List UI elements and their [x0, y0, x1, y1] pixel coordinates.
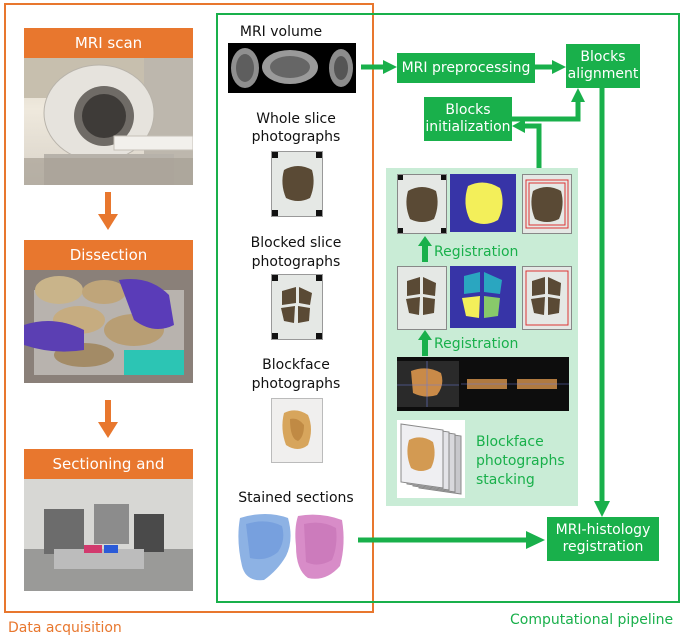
whole-slice-label-2: photographs: [251, 129, 341, 145]
whole-slice-photo: [271, 151, 323, 217]
data-acquisition-frame: [4, 3, 374, 613]
up-arrow-registration-top: [418, 236, 432, 262]
blocked-slice-label-1: Blocked slice: [250, 235, 342, 251]
mri-volume-label: MRI volume: [239, 24, 323, 40]
blocks-alignment-label-1: Blocks: [580, 49, 626, 65]
mri-preprocessing-box: MRI preprocessing: [397, 53, 535, 83]
blocks-alignment-box: Blocks alignment: [566, 44, 640, 88]
registration-bottom-label: Registration: [434, 336, 519, 352]
blockface-stacking-label-2: photographs: [476, 453, 565, 469]
mri-histology-label-1: MRI-histology: [555, 522, 651, 538]
blockface-stack-image: [397, 420, 465, 498]
blockface-stacking-label-3: stacking: [476, 472, 535, 488]
blocks-initialization-box: Blocks initialization: [424, 97, 512, 141]
mri-volume-image: [228, 43, 356, 93]
reg-mid-photo: [397, 266, 447, 330]
reg-mid-mask: [450, 266, 516, 328]
mri-scan-label: MRI scan: [24, 28, 193, 58]
blocked-slice-label-2: photographs: [251, 254, 341, 270]
down-arrow-2: [98, 400, 118, 438]
blockface-photo: [271, 398, 323, 463]
reg-top-mask: [450, 174, 516, 232]
blocks-alignment-label-2: alignment: [567, 66, 639, 82]
blockface-volume-viewer: [397, 357, 569, 411]
blocks-initialization-label-1: Blocks: [445, 102, 491, 118]
stained-sections-image: [236, 510, 350, 584]
blocked-slice-photo: [271, 274, 323, 340]
computational-pipeline-frame: [216, 13, 680, 603]
computational-pipeline-title: Computational pipeline: [510, 612, 674, 628]
reg-top-photo: [397, 174, 447, 234]
mri-preprocessing-label: MRI preprocessing: [401, 59, 531, 76]
blocks-initialization-label-2: initialization: [425, 119, 511, 135]
down-arrow-1: [98, 192, 118, 230]
dissection-label: Dissection: [24, 240, 193, 270]
whole-slice-label-1: Whole slice: [256, 111, 336, 127]
mri-scanner-photo: [24, 58, 193, 185]
registration-top-label: Registration: [434, 244, 519, 260]
sectioning-photo: [24, 479, 193, 591]
up-arrow-registration-bottom: [418, 330, 432, 356]
dissection-photo: [24, 270, 193, 383]
mri-histology-label-2: registration: [562, 539, 644, 555]
data-acquisition-title: Data acquisition: [8, 620, 122, 636]
blockface-stacking-label-1: Blockface: [476, 434, 544, 450]
blockface-label-1: Blockface: [262, 357, 330, 373]
blockface-label-2: photographs: [251, 376, 341, 392]
stained-sections-label: Stained sections: [238, 490, 354, 506]
mri-histology-box: MRI-histology registration: [547, 517, 659, 561]
reg-top-overlay: [522, 174, 572, 234]
reg-mid-overlay: [522, 266, 572, 330]
